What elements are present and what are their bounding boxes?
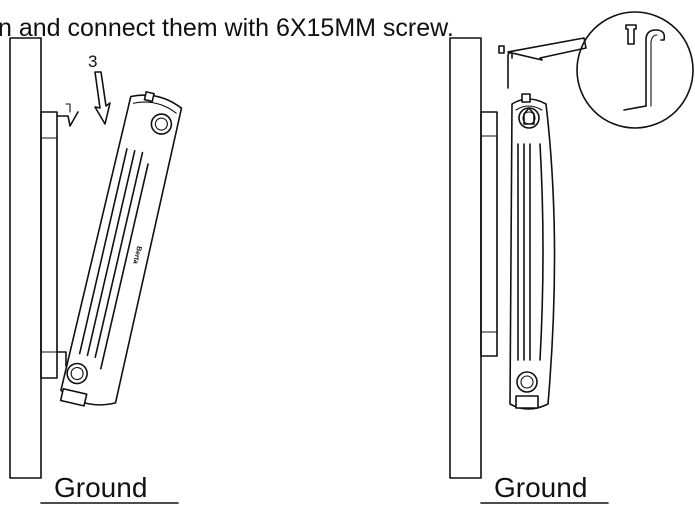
left-ground-label: Ground [54, 472, 147, 503]
right-ground-label: Ground [494, 472, 587, 503]
left-wall-bracket [40, 111, 58, 379]
left-wall [9, 37, 42, 479]
magnifier-circle [576, 11, 694, 129]
right-wall-bracket [480, 111, 498, 357]
brand-mark: Berta [131, 245, 142, 264]
small-hook-icon [507, 52, 513, 89]
right-bottom-plug [516, 371, 538, 393]
small-screw-icon [498, 45, 505, 54]
left-panel: Berta 3 Ground [9, 37, 183, 504]
magnified-screw-icon [625, 24, 637, 45]
step-arrow-icon [94, 71, 111, 125]
right-panel: Ground [449, 11, 694, 504]
instruction-text: n and connect them with 6X15MM screw. [0, 14, 454, 42]
left-foot [59, 388, 88, 407]
left-top-plug [150, 113, 173, 135]
left-upper-hook [56, 111, 79, 127]
right-wall [449, 37, 482, 479]
left-radiator: Berta [59, 91, 183, 407]
left-bottom-plug [66, 362, 88, 385]
right-radiator [509, 93, 556, 410]
magnified-hook-icon [645, 29, 666, 107]
pointer-wedge-icon [507, 37, 587, 61]
left-lower-hook [56, 351, 67, 367]
right-foot [515, 395, 539, 409]
step-number: 3 [88, 52, 97, 71]
